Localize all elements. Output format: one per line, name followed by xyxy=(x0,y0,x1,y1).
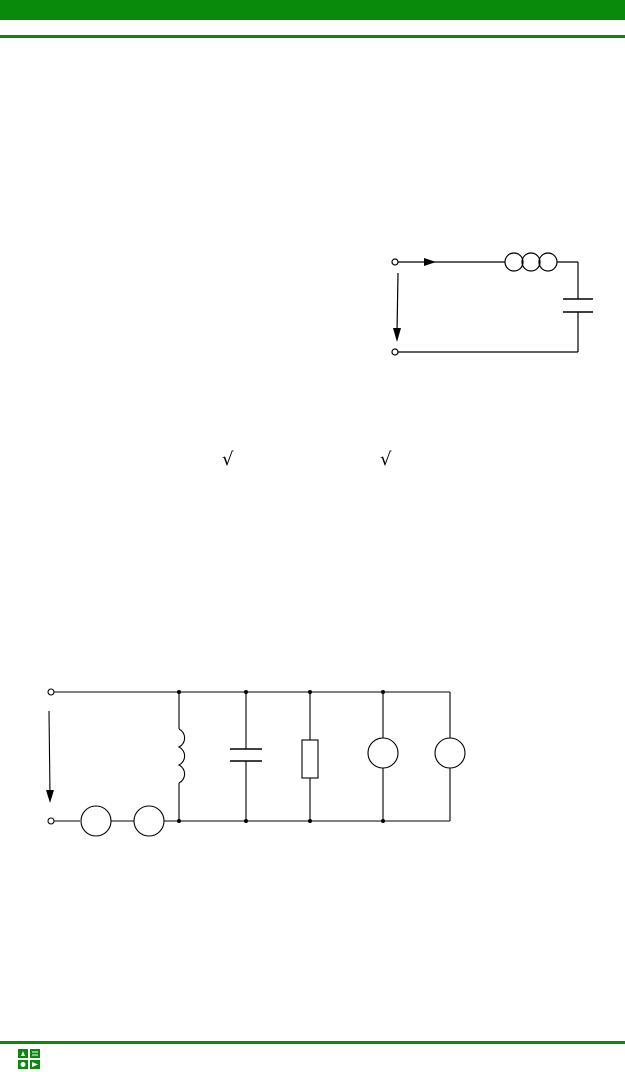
resistor-body xyxy=(301,739,319,779)
series-element-2 xyxy=(133,805,165,837)
terminal-left-bottom xyxy=(47,817,55,825)
series-element-1 xyxy=(80,805,112,837)
publisher-logo-icon xyxy=(18,1049,40,1069)
header-rule xyxy=(0,35,625,38)
junction-bottom-3 xyxy=(308,819,312,823)
radical-sign-1: √ xyxy=(222,449,234,470)
junction-top-3 xyxy=(308,690,312,694)
junction-top-1 xyxy=(177,690,181,694)
branch-5-element xyxy=(434,737,466,769)
inductor-coil-2 xyxy=(521,252,541,272)
inductor-coil-vertical xyxy=(177,728,186,784)
terminal-bottom xyxy=(391,348,399,356)
terminal-left-top xyxy=(47,688,55,696)
branch-4-element xyxy=(367,737,399,769)
footer-rule xyxy=(0,1041,625,1044)
voltage-arrow-head-2 xyxy=(46,790,54,803)
junction-bottom-2 xyxy=(244,819,248,823)
parallel-circuit-diagram xyxy=(46,688,466,837)
inductor-coil-1 xyxy=(504,252,524,272)
voltage-arrow-line-2 xyxy=(48,710,51,796)
voltage-arrow-head xyxy=(393,328,401,342)
voltage-arrow-line xyxy=(396,272,399,334)
junction-bottom-4 xyxy=(381,819,385,823)
current-arrow-top xyxy=(424,258,436,266)
junction-top-2 xyxy=(244,690,248,694)
radical-sign-2: √ xyxy=(380,449,392,470)
series-lc-circuit-diagram xyxy=(391,252,593,356)
junction-top-4 xyxy=(381,690,385,694)
junction-bottom-1 xyxy=(177,819,181,823)
header-bar xyxy=(0,0,625,20)
